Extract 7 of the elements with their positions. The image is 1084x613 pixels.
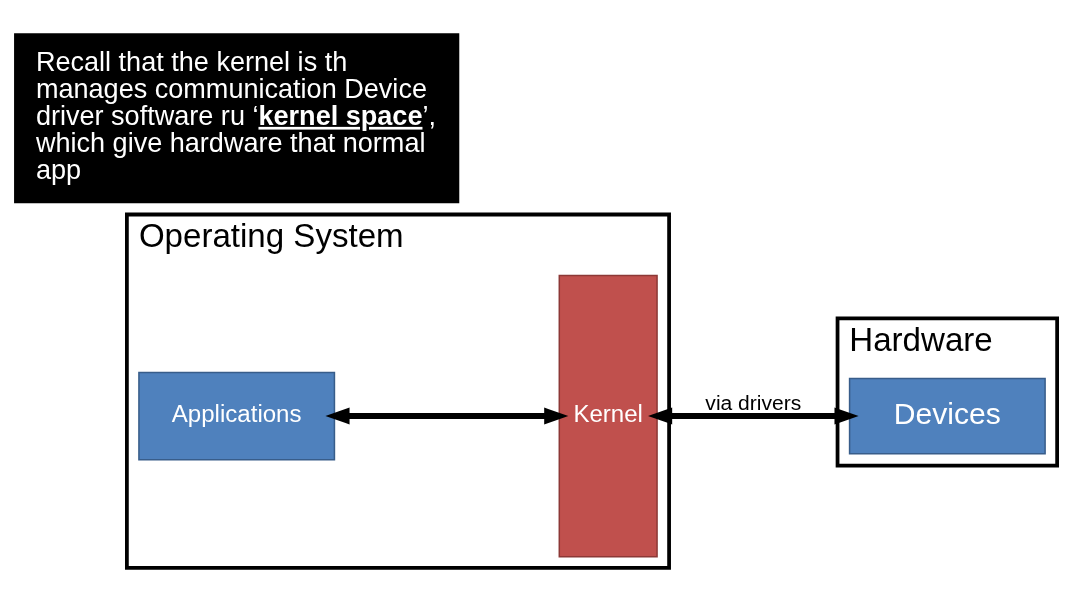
arrow <box>325 407 569 424</box>
node-box: Kernel <box>558 274 658 557</box>
node-box: Applications <box>138 371 336 460</box>
node-box: Devices <box>848 377 1046 454</box>
edge-label: via drivers <box>705 390 802 414</box>
node-box: Recall that the kernel is th manages communication Device driver software ru ‘kernel space’, which give hardware that normal app <box>14 32 460 203</box>
arrow <box>648 407 859 424</box>
